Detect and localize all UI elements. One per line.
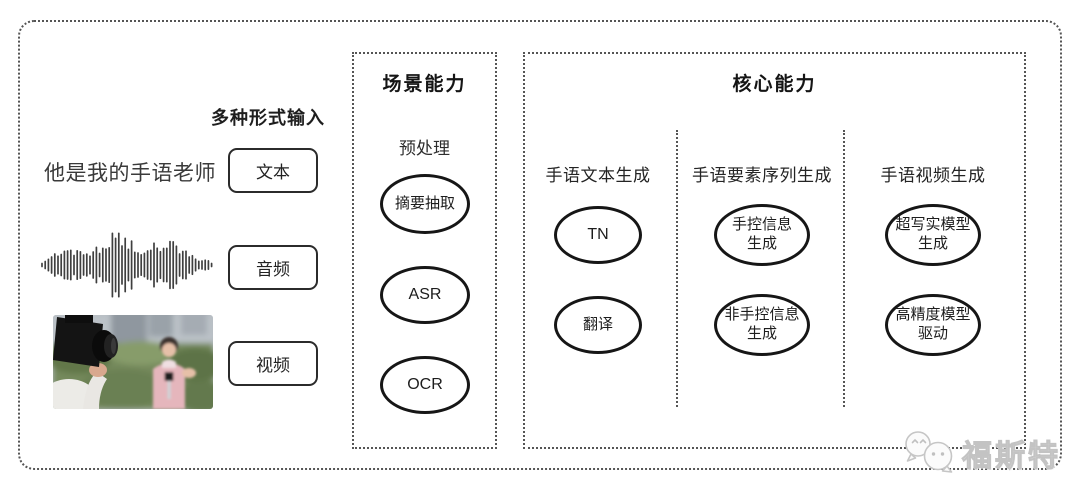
video-thumbnail [53,315,213,409]
node-tn: TN [554,206,642,264]
node-non-manual-info-generation: 非手控信息 生成 [714,294,810,356]
camera-reporter-photo-icon [53,315,213,409]
node-asr: ASR [380,266,470,324]
watermark-text: 福斯特 [962,440,1061,474]
core-column-divider-1 [676,130,678,407]
chat-bubbles-icon [905,431,953,473]
core-column-divider-2 [843,130,845,407]
input-type-audio-box: 音频 [228,245,318,290]
input-type-video-box: 视频 [228,341,318,386]
node-translation: 翻译 [554,296,642,354]
preprocess-label: 预处理 [399,139,450,158]
scene-panel-title: 场景能力 [382,74,467,95]
core-panel-title: 核心能力 [732,74,817,95]
column-header-sl-element-sequence-generation: 手语要素序列生成 [692,166,832,185]
column-header-sl-video-generation: 手语视频生成 [880,166,986,185]
input-section-title: 多种形式输入 [211,108,325,128]
outer-dotted-border [18,20,1062,470]
node-manual-info-generation: 手控信息 生成 [714,204,810,266]
input-type-text-box: 文本 [228,148,318,193]
node-high-precision-model-driving: 高精度模型 驱动 [885,294,981,356]
scene-capability-panel: 场景能力 预处理 摘要抽取 ASR OCR [352,52,497,449]
watermark: 福斯特 [902,429,1061,475]
audio-waveform-icon [41,232,213,298]
column-header-sl-text-generation: 手语文本生成 [545,166,651,185]
node-summary-extraction: 摘要抽取 [380,174,470,234]
sample-sentence-text: 他是我的手语老师 [44,162,216,185]
input-type-video-label: 视频 [256,356,290,375]
input-type-text-label: 文本 [256,163,290,182]
node-ocr: OCR [380,356,470,414]
input-type-audio-label: 音频 [256,260,290,279]
node-hyperrealistic-model-generation: 超写实模型 生成 [885,204,981,266]
core-capability-panel: 核心能力 手语文本生成 手语要素序列生成 手语视频生成 TN 翻译 手控信息 生… [523,52,1026,449]
